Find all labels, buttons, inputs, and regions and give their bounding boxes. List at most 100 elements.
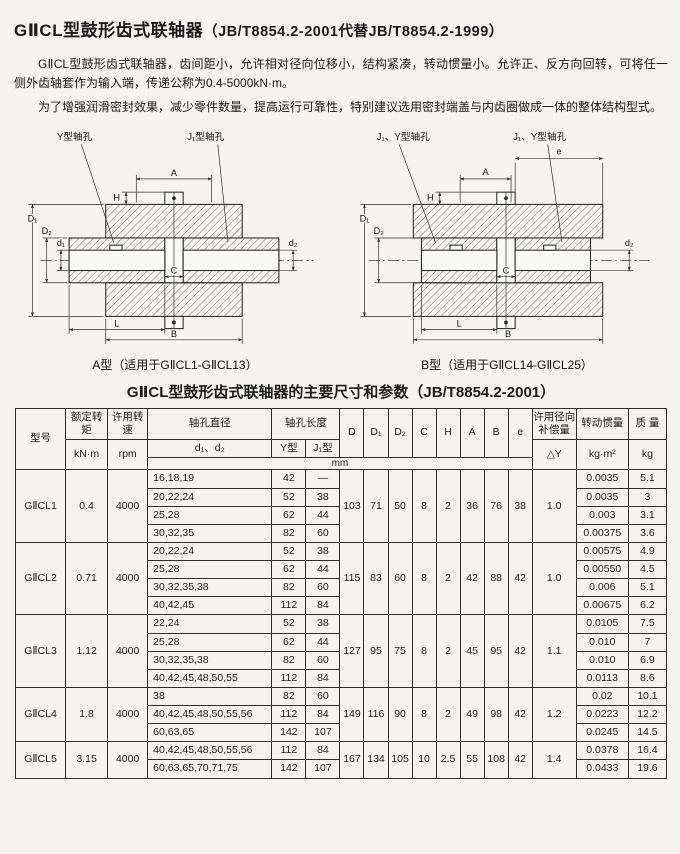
cell-dim-B: 108 — [483, 741, 509, 779]
cell-mass: 3.6 — [627, 523, 668, 543]
header-dim-C: C — [411, 407, 437, 458]
cell-mass: 4.5 — [627, 560, 668, 580]
cell-length-y: 142 — [271, 759, 307, 779]
cell-dim-A: 55 — [459, 741, 485, 779]
cell-speed: 4000 — [107, 741, 149, 779]
header-model: 型号 — [14, 407, 67, 471]
dim-label-h: H — [113, 192, 120, 202]
coupling-section-b — [368, 191, 650, 329]
cell-dim-D: 149 — [339, 686, 365, 743]
cell-mass: 16.4 — [627, 741, 668, 761]
cell-length-j1: 60 — [305, 650, 341, 670]
dim-label-d1-cap: D₁ — [360, 213, 370, 223]
dim-label-c: C — [171, 265, 178, 275]
figure-a-dimensions — [28, 143, 298, 344]
cell-dim-D2: 60 — [387, 541, 413, 616]
cell-dim-H: 2 — [435, 686, 461, 743]
cell-dim-D1: 95 — [363, 614, 389, 688]
cell-mass: 4.9 — [627, 541, 668, 562]
cell-dim-A: 49 — [459, 686, 485, 743]
table-header: 型号 额定转矩 许用转速 轴孔直径 轴孔长度 D D₁ D₂ C H A B e… — [14, 407, 668, 471]
cell-bore-diameters: 22,24 — [147, 614, 273, 634]
header-length-j1-type: J₁型 — [305, 438, 341, 458]
cell-mass: 5.1 — [627, 469, 668, 489]
cell-length-j1: 84 — [305, 741, 341, 761]
cell-length-y: 62 — [271, 560, 307, 580]
cell-dim-A: 45 — [459, 614, 485, 688]
cell-dim-D: 103 — [339, 469, 365, 543]
coupling-section-a — [40, 191, 314, 329]
cell-bore-diameters: 40,42,45,48,50,55,56 — [147, 741, 273, 761]
cell-length-j1: — — [305, 469, 341, 489]
header-bore-diameter: 轴孔直径 — [147, 407, 273, 440]
cell-length-y: 82 — [271, 523, 307, 543]
cell-length-j1: 60 — [305, 578, 341, 598]
cell-model: GⅡCL5 — [14, 741, 67, 779]
cell-delta-y: 1.0 — [531, 541, 577, 616]
cell-dim-C: 10 — [411, 741, 437, 779]
cell-dim-e: 42 — [507, 741, 533, 779]
cell-mass: 5.1 — [627, 578, 668, 598]
cell-length-j1: 107 — [305, 759, 341, 779]
dim-label-l: L — [457, 318, 462, 328]
cell-inertia: 0.010 — [575, 632, 629, 652]
figures-row: Y型轴孔 J₁型轴孔 A H D₁ D₂ d₁ d₂ C L B A型（适用于G… — [16, 128, 666, 373]
cell-dim-e: 38 — [507, 469, 533, 543]
cell-length-y: 112 — [271, 705, 307, 725]
cell-dim-H: 2 — [435, 541, 461, 616]
cell-dim-e: 42 — [507, 541, 533, 616]
header-delta-y: △Y — [531, 438, 577, 471]
dim-label-l: L — [114, 318, 119, 328]
cell-model: GⅡCL3 — [14, 614, 67, 688]
figure-b-drawing: J₁、Y型轴孔 J₁、Y型轴孔 A H e D₁ D₂ d₂ C L B — [358, 131, 650, 344]
dim-label-d2-cap: D₂ — [42, 225, 53, 235]
cell-length-j1: 107 — [305, 723, 341, 743]
dim-label-d1-cap: D₁ — [28, 213, 38, 223]
cell-dim-H: 2.5 — [435, 741, 461, 779]
cell-inertia: 0.0035 — [575, 487, 629, 507]
cell-inertia: 0.00575 — [575, 541, 629, 562]
cell-length-j1: 44 — [305, 505, 341, 525]
dim-label-d2-cap: D₂ — [374, 225, 385, 235]
dim-label-d1-bore: d₁ — [57, 238, 65, 248]
page-title-main: GⅡCL型鼓形齿式联轴器 — [14, 21, 204, 40]
cell-bore-diameters: 20,22,24 — [147, 487, 273, 507]
cell-rated-torque: 0.4 — [65, 469, 109, 543]
cell-length-j1: 44 — [305, 560, 341, 580]
cell-inertia: 0.0105 — [575, 614, 629, 634]
cell-length-j1: 38 — [305, 487, 341, 507]
cell-dim-e: 42 — [507, 614, 533, 688]
cell-dim-D2: 50 — [387, 469, 413, 543]
figure-a-caption: A型（适用于GⅡCL1-GⅡCL13） — [92, 357, 258, 372]
header-bore-diameter-sub: d₁、d₂ — [147, 438, 273, 458]
cell-speed: 4000 — [107, 541, 149, 616]
cell-inertia: 0.0433 — [575, 759, 629, 779]
cell-length-j1: 38 — [305, 541, 341, 562]
cell-dim-B: 95 — [483, 614, 509, 688]
cell-mass: 14.5 — [627, 723, 668, 743]
cell-length-y: 42 — [271, 469, 307, 489]
header-dim-D2: D₂ — [387, 407, 413, 458]
header-dim-H: H — [435, 407, 461, 458]
figure-a-drawing: Y型轴孔 J₁型轴孔 A H D₁ D₂ d₁ d₂ C L B — [26, 131, 314, 344]
cell-dim-B: 88 — [483, 541, 509, 616]
cell-bore-diameters: 25,28 — [147, 505, 273, 525]
cell-model: GⅡCL1 — [14, 469, 67, 543]
cell-length-y: 62 — [271, 505, 307, 525]
header-mass: 质 量 — [627, 407, 668, 440]
header-length-y-type: Y型 — [271, 438, 307, 458]
dim-label-a: A — [171, 167, 178, 177]
cell-dim-H: 2 — [435, 469, 461, 543]
header-inertia-unit: kg·m² — [575, 438, 629, 471]
cell-length-j1: 84 — [305, 705, 341, 725]
header-radial-compensation: 许用径向补偿量 — [531, 407, 577, 440]
header-dim-A: A — [459, 407, 485, 458]
header-dim-D: D — [339, 407, 365, 458]
